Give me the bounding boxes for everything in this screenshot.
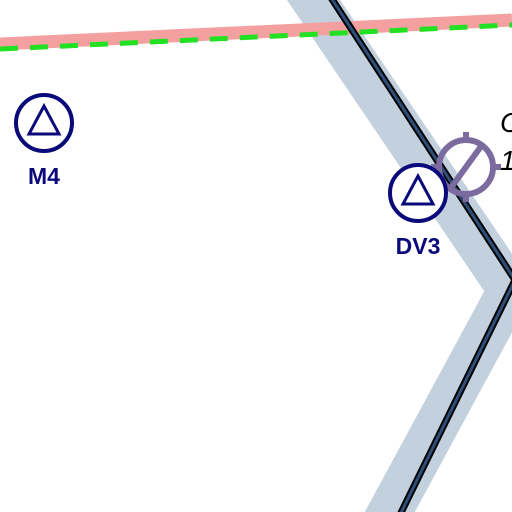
waypoint-dv3[interactable]: DV3	[388, 163, 448, 259]
triangle-in-circle-icon	[388, 163, 448, 223]
boundary-dashes	[0, 22, 512, 52]
fix-label-line2: 1	[500, 145, 512, 176]
triangle-in-circle-icon	[14, 93, 74, 153]
airway-route[interactable]	[326, 0, 512, 512]
waypoint-m4[interactable]: M4	[14, 93, 74, 189]
boundary-band	[0, 13, 512, 51]
waypoint-label: DV3	[396, 233, 441, 259]
fix-label-line1: C	[500, 107, 512, 138]
crossed-circle-gear-icon[interactable]	[431, 132, 501, 202]
waypoint-label: M4	[28, 163, 60, 189]
boundary-line	[0, 13, 512, 52]
airway-route-core	[330, 0, 512, 512]
